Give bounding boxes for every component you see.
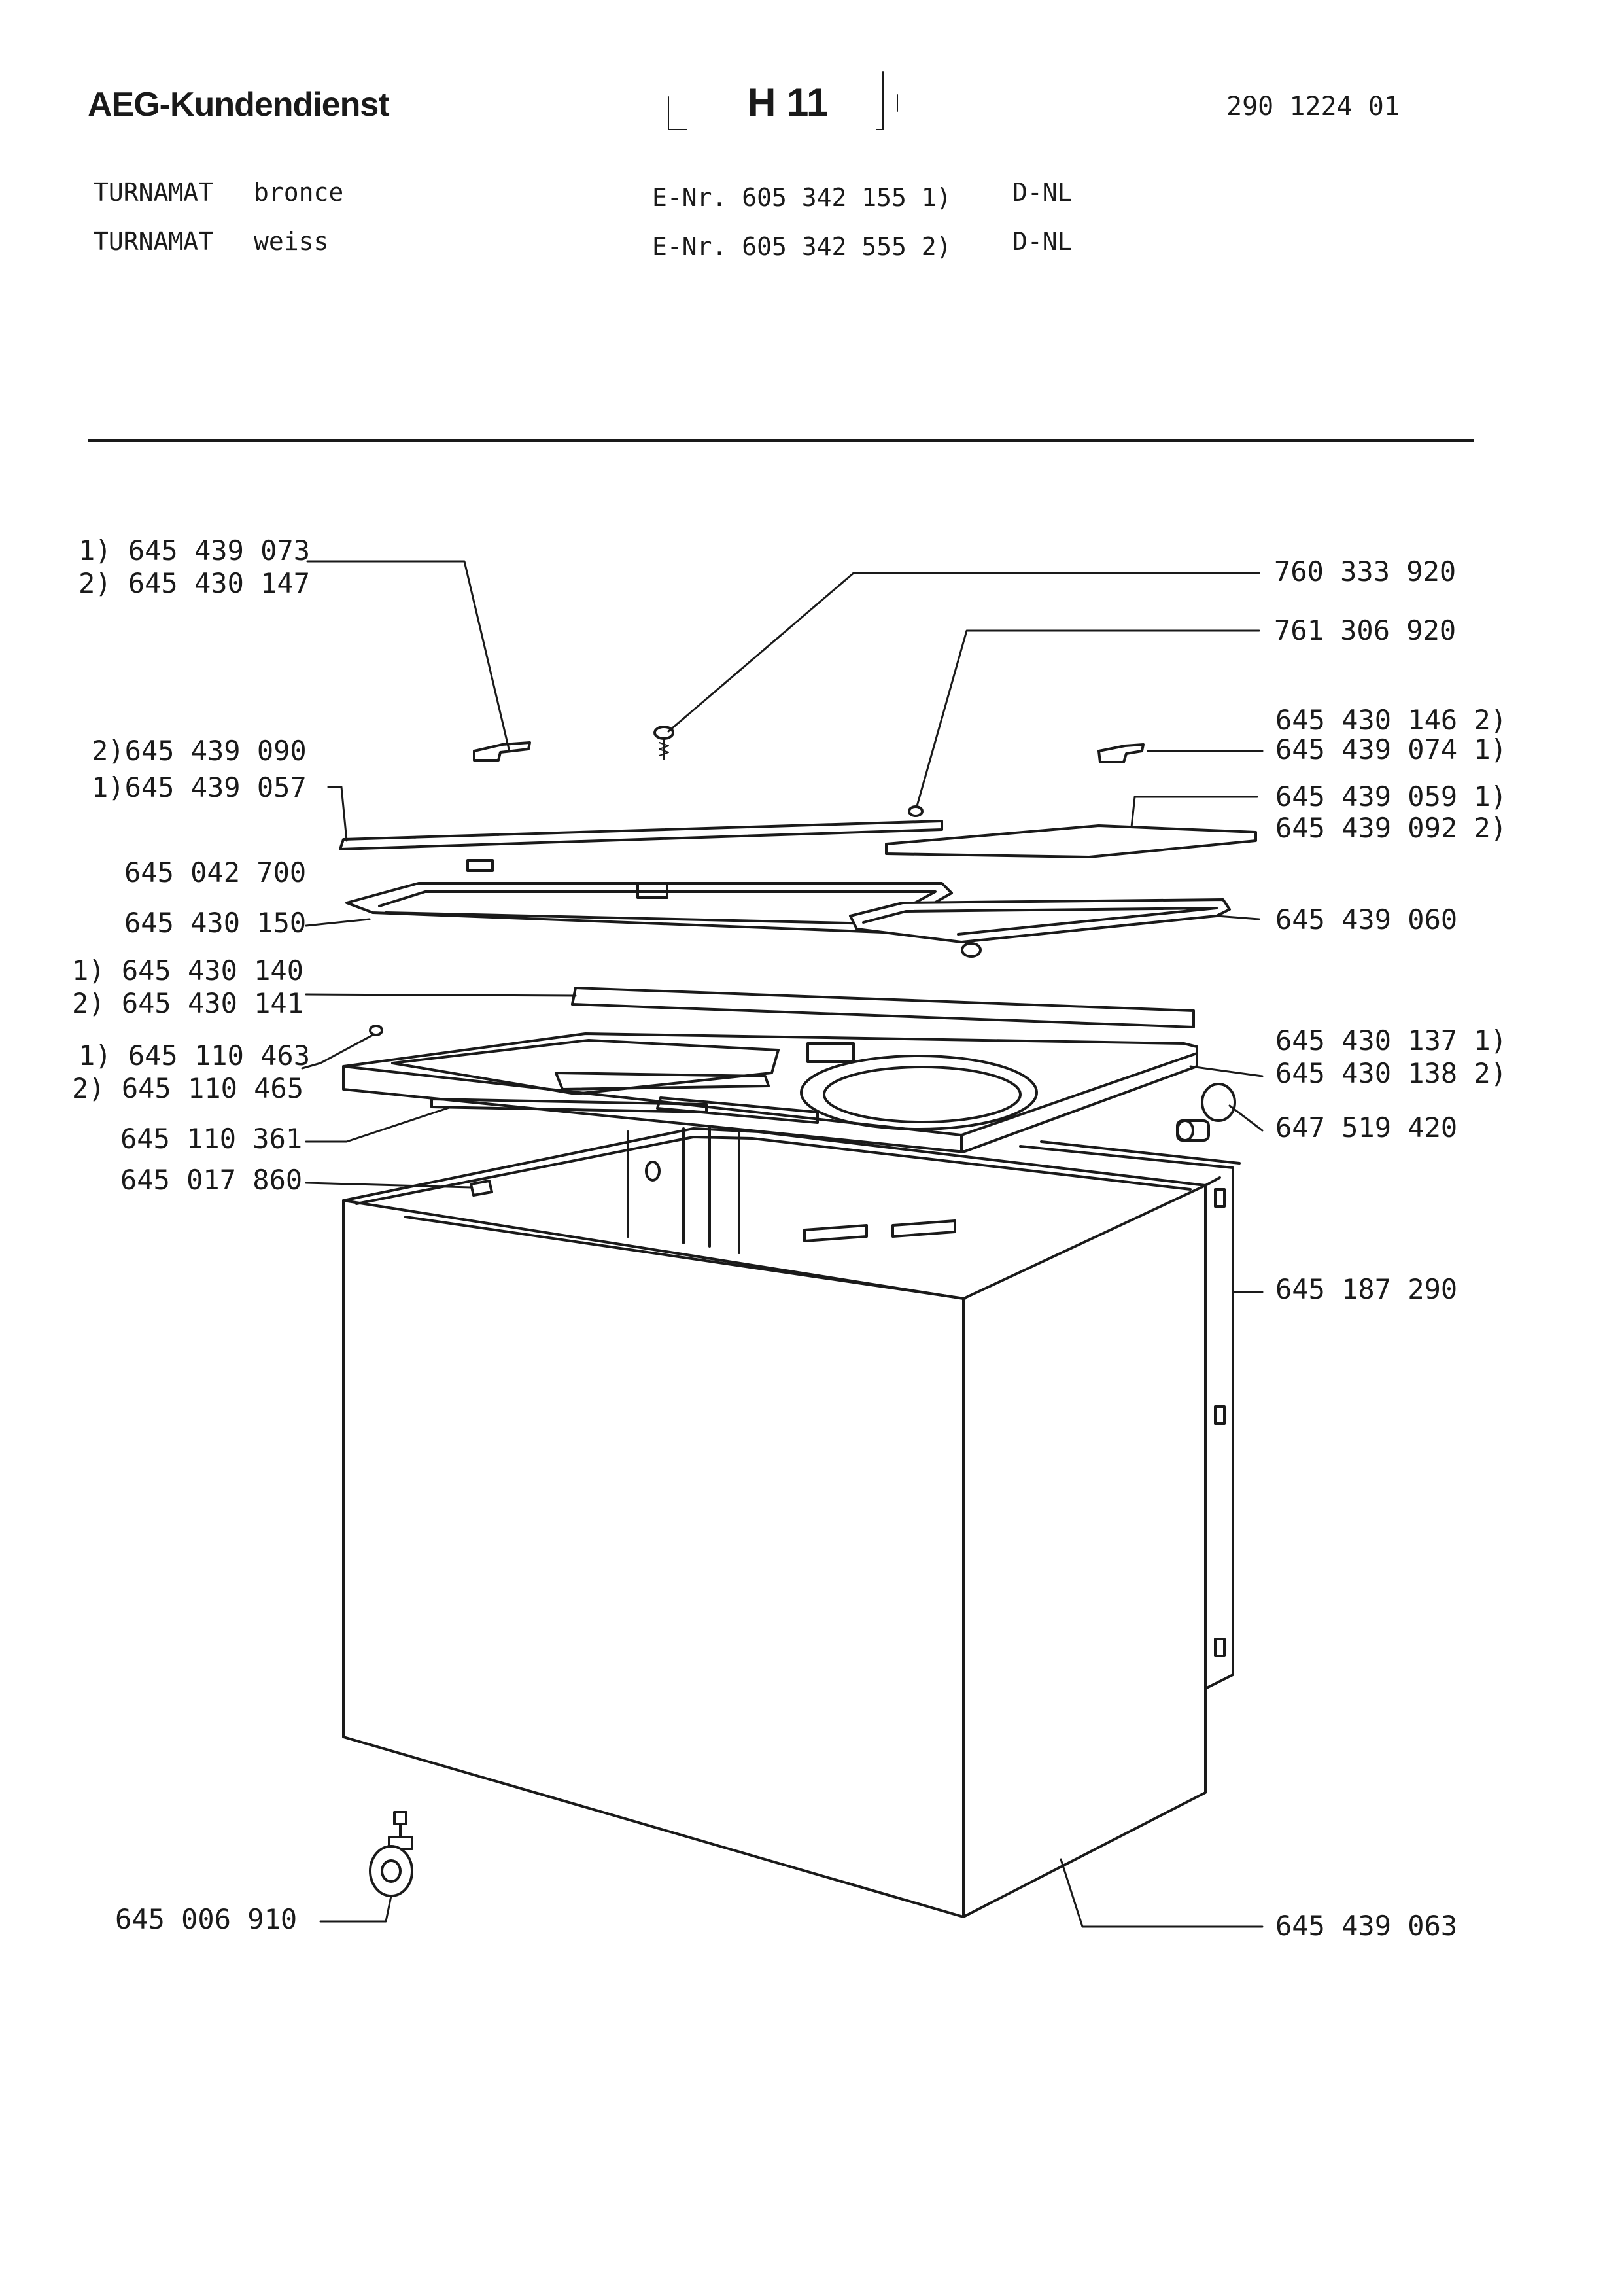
label-control-strip-1: 1) 645 430 140 <box>72 955 303 987</box>
lid-left-frame <box>345 882 953 934</box>
label-lid-right-frame: 645 439 060 <box>1275 903 1457 936</box>
label-knob: 647 519 420 <box>1275 1112 1457 1144</box>
hinge-right <box>1097 743 1145 763</box>
label-back-panel: 645 187 290 <box>1275 1273 1457 1305</box>
seal-strip <box>430 1098 708 1113</box>
label-lid-bumper: 645 042 700 <box>124 856 306 888</box>
cabinet-body <box>342 1125 1221 1918</box>
knob <box>1176 1083 1236 1142</box>
label-top-cover-2: 645 430 138 2) <box>1275 1057 1507 1089</box>
hinge-left <box>473 741 531 762</box>
document-number: 290 1224 01 <box>1226 92 1400 122</box>
cap <box>369 1025 383 1036</box>
label-screw: 760 333 920 <box>1274 555 1456 587</box>
crop-marks <box>668 71 898 130</box>
label-lid-right-panel-1: 645 439 059 1) <box>1275 780 1507 813</box>
back-panel <box>1019 1140 1241 1689</box>
label-lid-left-frame: 645 430 150 <box>124 907 306 939</box>
label-seal: 645 110 361 <box>120 1123 302 1155</box>
label-lid-hinge-right-1: 645 439 074 1) <box>1275 733 1507 765</box>
label-top-cover-1: 645 430 137 1) <box>1275 1025 1507 1057</box>
label-pin: 761 306 920 <box>1274 614 1456 646</box>
label-lid-left-panel: 1)645 439 057 <box>92 771 307 803</box>
brand-title: AEG-Kundendienst <box>88 86 390 124</box>
lid-bumper <box>466 859 494 872</box>
castor <box>369 1811 413 1897</box>
label-lid-left-handle: 2)645 439 090 <box>92 735 307 767</box>
label-cap-2: 2) 645 110 465 <box>72 1072 303 1104</box>
sheet-code: H 11 <box>748 80 829 124</box>
label-lid-hinge-left-2: 2) 645 430 147 <box>78 567 310 599</box>
lid-right-panel <box>885 824 1257 858</box>
bracket <box>470 1180 493 1197</box>
model-market-2: D-NL <box>1012 227 1073 256</box>
pin <box>908 805 924 817</box>
lid-right-frame <box>849 898 1231 958</box>
label-bracket: 645 017 860 <box>120 1164 302 1196</box>
model-enr-2: E-Nr. 605 342 555 2) <box>652 232 952 261</box>
model-enr-1: E-Nr. 605 342 155 1) <box>652 183 952 212</box>
label-cabinet: 645 439 063 <box>1275 1910 1457 1942</box>
label-lid-hinge-left-1: 1) 645 439 073 <box>78 534 310 567</box>
label-control-strip-2: 2) 645 430 141 <box>72 987 303 1019</box>
header-divider <box>88 439 1474 442</box>
label-lid-right-panel-2: 645 439 092 2) <box>1275 812 1507 844</box>
control-strip <box>571 987 1195 1063</box>
model-market-1: D-NL <box>1012 178 1073 207</box>
leader-lines <box>301 560 1264 1928</box>
label-lid-hinge-right-2: 645 430 146 2) <box>1275 704 1507 736</box>
model-color-2: weiss <box>254 227 329 256</box>
lid-left-panel <box>339 820 943 850</box>
label-castor: 645 006 910 <box>115 1903 297 1935</box>
model-name-1: TURNAMAT <box>94 178 214 207</box>
model-name-2: TURNAMAT <box>94 227 214 256</box>
model-color-1: bronce <box>254 178 344 207</box>
screw <box>653 726 674 760</box>
label-cap-1: 1) 645 110 463 <box>78 1040 310 1072</box>
